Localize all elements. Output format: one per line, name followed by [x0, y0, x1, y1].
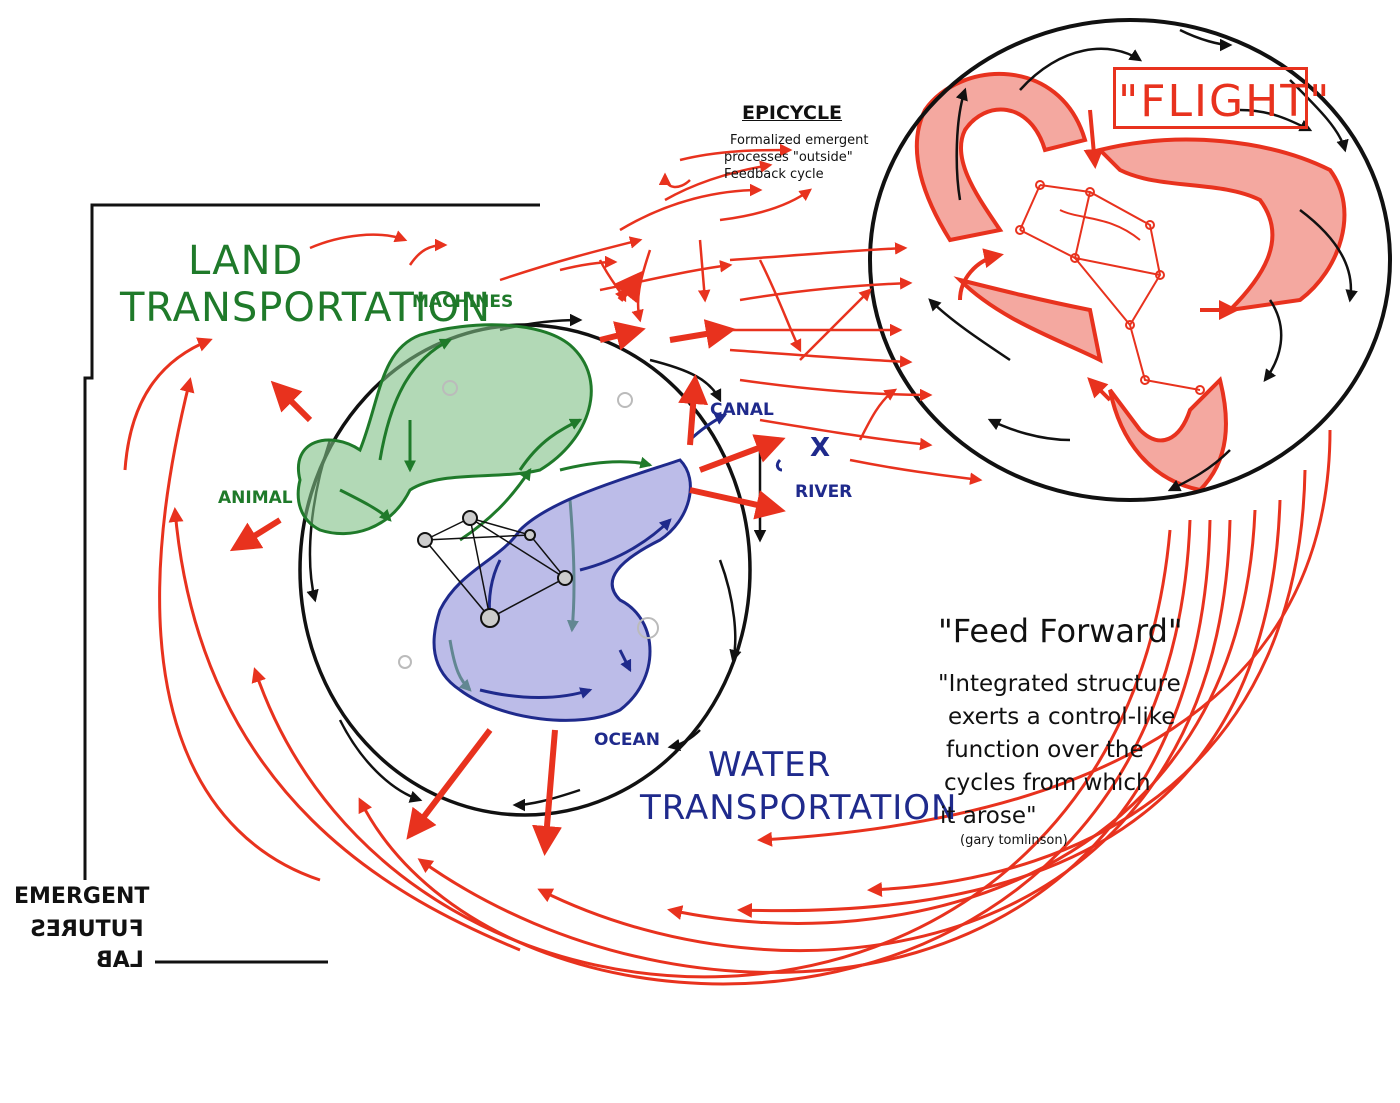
epicycle-note-line2: processes "outside" — [724, 150, 853, 165]
logo-line3-wrap: LAB — [96, 948, 144, 974]
flight-box — [1113, 67, 1308, 129]
animal-label: ANIMAL — [218, 488, 293, 508]
flight-label: "FLIGHT" — [1118, 76, 1332, 127]
epicycle-note-line3: Feedback cycle — [724, 167, 824, 182]
feed-forward-line5: it arose" — [940, 803, 1037, 829]
water-title-line1: WATER — [708, 745, 832, 785]
core-network — [398, 380, 659, 669]
feed-forward-title: "Feed Forward" — [938, 612, 1183, 650]
feed-forward-line1: "Integrated structure — [938, 671, 1181, 697]
land-title-line2: TRANSPORTATION — [120, 285, 491, 331]
flight-cycle — [868, 18, 1392, 502]
feed-forward-line4: cycles from which — [944, 770, 1151, 796]
logo-line1: EMERGENT — [14, 884, 150, 909]
feed-forward-credit: (gary tomlinson) — [960, 833, 1068, 848]
river-mark — [775, 458, 783, 472]
machines-label: MACHINES — [412, 292, 514, 312]
epicycle-title: EPICYCLE — [742, 102, 843, 124]
logo-line2-wrap: FUTURES — [30, 917, 144, 943]
burst-arrows — [229, 270, 786, 856]
land-title-line1: LAND — [188, 238, 304, 284]
logo-line3: LAB — [96, 948, 144, 973]
river-label: RIVER — [795, 482, 853, 502]
feed-forward-line2: exerts a control-like — [948, 704, 1176, 730]
ocean-label: OCEAN — [594, 730, 660, 750]
feed-forward-arrows — [123, 337, 1332, 986]
water-title-line2: TRANSPORTATION — [640, 788, 958, 828]
canal-label: CANAL — [710, 400, 774, 420]
epicycle-arrows — [309, 143, 983, 485]
x-mark: X — [810, 433, 831, 463]
epicycle-note-line1: Formalized emergent — [730, 133, 869, 148]
feed-forward-line3: function over the — [946, 737, 1144, 763]
frame-bracket — [83, 203, 540, 964]
logo-line2: FUTURES — [30, 917, 144, 942]
